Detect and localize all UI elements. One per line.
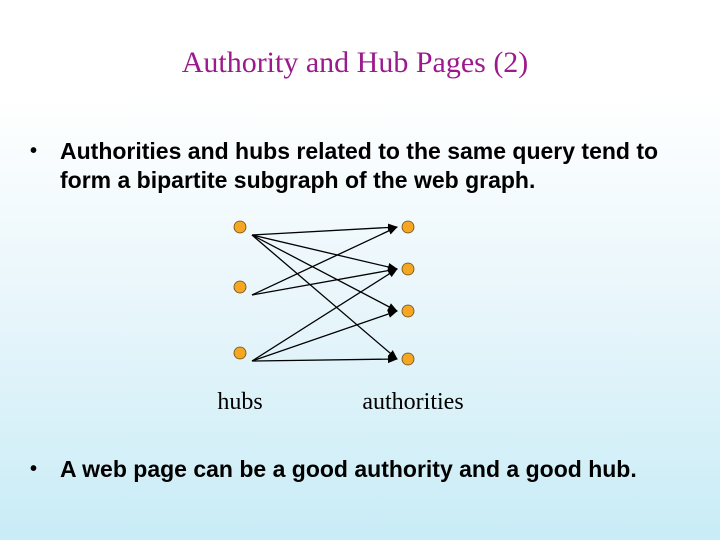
authority-node-authority-4 bbox=[401, 352, 415, 366]
authority-node-authority-3 bbox=[401, 304, 415, 318]
edge-hub-3-to-authority-4 bbox=[251, 355, 398, 364]
bullet-text: A web page can be a good authority and a… bbox=[60, 456, 637, 482]
edge-hub-1-to-authority-3 bbox=[251, 234, 398, 312]
edge-hub-1-to-authority-1 bbox=[251, 223, 398, 236]
hubs-label: hubs bbox=[217, 389, 262, 415]
edge-hub-3-to-authority-2 bbox=[251, 268, 398, 362]
authorities-label: authorities bbox=[362, 389, 463, 415]
edge-hub-2-to-authority-1 bbox=[251, 226, 398, 296]
bullet-item-bipartite: • Authorities and hubs related to the sa… bbox=[30, 137, 700, 195]
bullet-marker: • bbox=[30, 140, 38, 162]
edge-hub-1-to-authority-2 bbox=[251, 234, 398, 271]
edge-hub-2-to-authority-2 bbox=[251, 266, 398, 296]
edge-hub-3-to-authority-3 bbox=[251, 310, 398, 362]
hub-node-hub-2 bbox=[233, 280, 247, 294]
authority-node-authority-1 bbox=[401, 220, 415, 234]
bullet-text: Authorities and hubs related to the same… bbox=[60, 138, 659, 193]
bullet-item-good-authority-hub: • A web page can be a good authority and… bbox=[30, 455, 700, 484]
authority-node-authority-2 bbox=[401, 262, 415, 276]
edges-layer bbox=[251, 223, 398, 364]
edge-hub-1-to-authority-4 bbox=[251, 234, 398, 360]
hub-node-hub-1 bbox=[233, 220, 247, 234]
bullet-marker: • bbox=[30, 458, 38, 480]
nodes-layer bbox=[233, 220, 415, 366]
slide-title: Authority and Hub Pages (2) bbox=[181, 46, 529, 79]
hub-node-hub-3 bbox=[233, 346, 247, 360]
